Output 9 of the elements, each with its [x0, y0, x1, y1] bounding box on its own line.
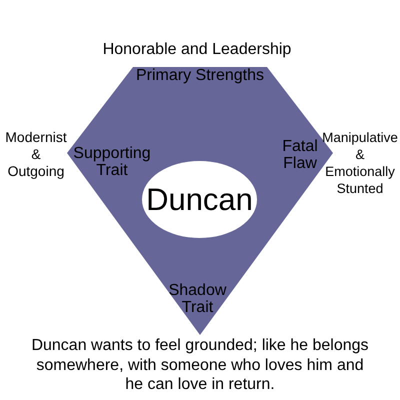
trait-label: Supporting Trait — [72, 145, 152, 179]
trait-label: Fatal Flaw — [281, 138, 319, 172]
trait-description: Honorable and Leadership — [102, 41, 292, 59]
trait-description: Modernist & Outgoing — [4, 129, 68, 180]
caption-text: Duncan wants to feel grounded; like he belongs somewhere, with someone who loves him and he can love in return. — [30, 336, 370, 394]
trait-description: Manipulative & Emotionally Stunted — [321, 129, 399, 197]
trait-label: Shadow Trait — [168, 282, 228, 316]
trait-label: Primary Strengths — [136, 67, 264, 84]
name-label: Duncan — [146, 182, 253, 216]
